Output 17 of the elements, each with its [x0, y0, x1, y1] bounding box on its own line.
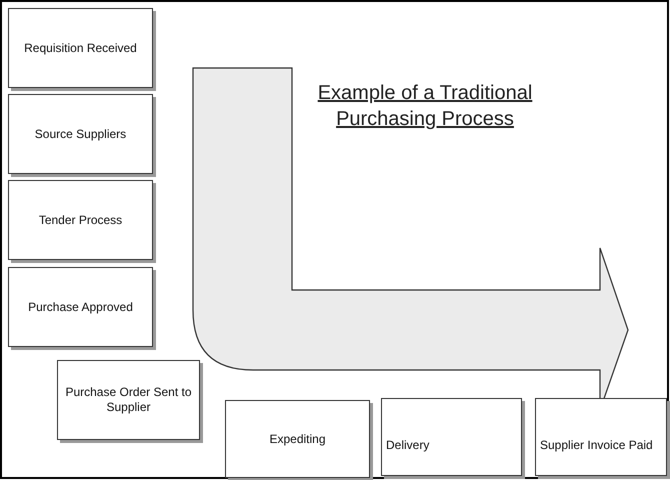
box-label: Requisition Received: [24, 40, 137, 56]
process-box: [8, 94, 153, 174]
box-label: Purchase Approved: [28, 300, 133, 314]
process-box: [225, 400, 370, 478]
process-box: [8, 180, 153, 260]
box-label: Source Suppliers: [34, 126, 126, 142]
process-box: [8, 267, 153, 347]
process-box: [535, 398, 667, 476]
process-box: [8, 8, 153, 88]
box-label: Tender Process: [38, 212, 122, 228]
title: Example of a Traditional Purchasing Process: [316, 81, 534, 132]
process-box: [381, 398, 522, 476]
box-label: Purchase Order Sent to Supplier: [64, 385, 193, 415]
process-box: [57, 360, 200, 440]
box-label: Supplier Invoice Paid: [540, 438, 653, 452]
box-label: Expediting: [269, 432, 326, 446]
box-label: Delivery: [386, 438, 430, 452]
